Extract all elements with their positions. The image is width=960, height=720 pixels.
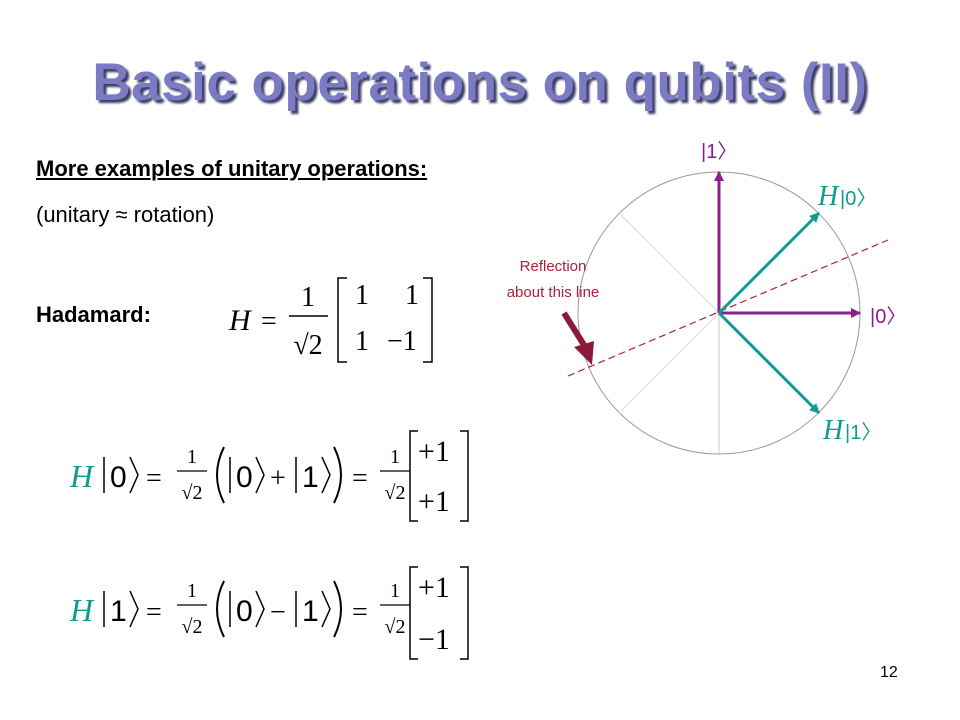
reflection-caption-line2: about this line bbox=[507, 284, 600, 301]
reflection-pointer-arrow-shaft bbox=[561, 311, 587, 347]
eq1-ket-b-value: 1 bbox=[302, 595, 319, 628]
eq0-fraction2-denominator: √2 bbox=[385, 482, 406, 504]
eq1-lhs-ket-value: 1 bbox=[110, 595, 127, 628]
eq0-vec-left-bracket bbox=[409, 430, 418, 522]
matrix-entry-21: 1 bbox=[355, 326, 369, 357]
matrix-fraction-denominator: √2 bbox=[293, 330, 322, 361]
page-number: 12 bbox=[880, 664, 898, 681]
matrix-symbol: H bbox=[228, 304, 253, 337]
eq1-fraction-denominator: √2 bbox=[182, 616, 203, 638]
diagonal-guide-lower-left bbox=[618, 312, 720, 414]
eq1-close-paren bbox=[333, 580, 342, 638]
eq1-operator: H bbox=[69, 592, 95, 628]
eq1-vec-bottom: −1 bbox=[418, 623, 450, 656]
eq1-lhs-ket-angle bbox=[129, 590, 139, 628]
eq0-ket-b-value: 1 bbox=[302, 461, 319, 494]
matrix-entry-22: −1 bbox=[387, 326, 417, 357]
eq1-equals-1: = bbox=[146, 597, 162, 628]
eq1-fraction2-denominator: √2 bbox=[385, 616, 406, 638]
eq0-equals-1: = bbox=[146, 463, 162, 494]
matrix-right-bracket bbox=[423, 277, 433, 363]
eq1-ket-a-value: 0 bbox=[236, 595, 253, 628]
section-subheading: (unitary ≈ rotation) bbox=[36, 202, 215, 227]
eq0-ket-a-value: 0 bbox=[236, 461, 253, 494]
eq0-fraction-numerator: 1 bbox=[187, 446, 197, 468]
eq1-fraction2-numerator: 1 bbox=[390, 580, 400, 602]
h-ket1-arrow bbox=[717, 311, 821, 415]
h-ket0-arrow bbox=[717, 211, 821, 315]
matrix-equals: = bbox=[261, 306, 277, 337]
eq1-vec-left-bracket bbox=[409, 566, 418, 660]
eq1-vec-top: +1 bbox=[418, 571, 450, 604]
eq1-ket-b-angle bbox=[321, 590, 331, 628]
eq1-vec-right-bracket bbox=[460, 566, 469, 660]
equation-h-ket1: H 1 = 1 √2 0 − 1 = 1 √2 +1 −1 bbox=[69, 566, 469, 660]
reflection-caption-line1: Reflection bbox=[520, 258, 587, 275]
eq0-lhs-ket-value: 0 bbox=[110, 461, 127, 494]
eq0-lhs-ket-angle bbox=[129, 456, 139, 494]
h-ket1-label-op: H bbox=[822, 415, 845, 446]
hadamard-label: Hadamard: bbox=[36, 302, 151, 327]
matrix-fraction-numerator: 1 bbox=[301, 282, 315, 313]
eq1-fraction-numerator: 1 bbox=[187, 580, 197, 602]
hadamard-matrix: H = 1 √2 1 1 1 −1 bbox=[228, 277, 433, 363]
ket0-label: |0〉 bbox=[870, 306, 906, 328]
eq0-ket-a-angle bbox=[255, 456, 265, 494]
equation-h-ket0: H 0 = 1 √2 0 + 1 = 1 √2 +1 +1 bbox=[69, 430, 469, 522]
eq1-equals-2: = bbox=[352, 597, 368, 628]
eq0-vec-bottom: +1 bbox=[418, 485, 450, 518]
eq1-ket-a-angle bbox=[255, 590, 265, 628]
eq0-vec-right-bracket bbox=[460, 430, 469, 522]
slide-title: Basic operations on qubits (II) bbox=[92, 53, 868, 112]
eq1-minus: − bbox=[270, 597, 286, 628]
eq0-ket-b-angle bbox=[321, 456, 331, 494]
eq1-open-paren bbox=[216, 580, 225, 638]
reflection-line bbox=[567, 239, 889, 377]
diagonal-guide-upper-left bbox=[618, 212, 720, 314]
ket1-label: |1〉 bbox=[701, 141, 737, 163]
eq0-close-paren bbox=[333, 446, 342, 504]
eq0-fraction2-numerator: 1 bbox=[390, 446, 400, 468]
eq0-fraction-denominator: √2 bbox=[182, 482, 203, 504]
eq0-vec-top: +1 bbox=[418, 435, 450, 468]
eq0-open-paren bbox=[216, 446, 225, 504]
hadamard-rotation-diagram: |1〉 |0〉 H |0〉 H |1〉 Reflection about thi… bbox=[507, 141, 906, 455]
h-ket0-label-op: H bbox=[817, 181, 840, 212]
eq0-operator: H bbox=[69, 458, 95, 494]
eq0-equals-2: = bbox=[352, 463, 368, 494]
matrix-left-bracket bbox=[337, 277, 347, 363]
section-heading: More examples of unitary operations: bbox=[36, 156, 428, 181]
eq0-plus: + bbox=[270, 463, 286, 494]
reflection-pointer-arrow-head bbox=[574, 341, 594, 365]
h-ket1-label-ket: |1〉 bbox=[845, 422, 881, 444]
h-ket0-label-ket: |0〉 bbox=[840, 188, 876, 210]
matrix-entry-11: 1 bbox=[355, 280, 369, 311]
matrix-entry-12: 1 bbox=[405, 280, 419, 311]
